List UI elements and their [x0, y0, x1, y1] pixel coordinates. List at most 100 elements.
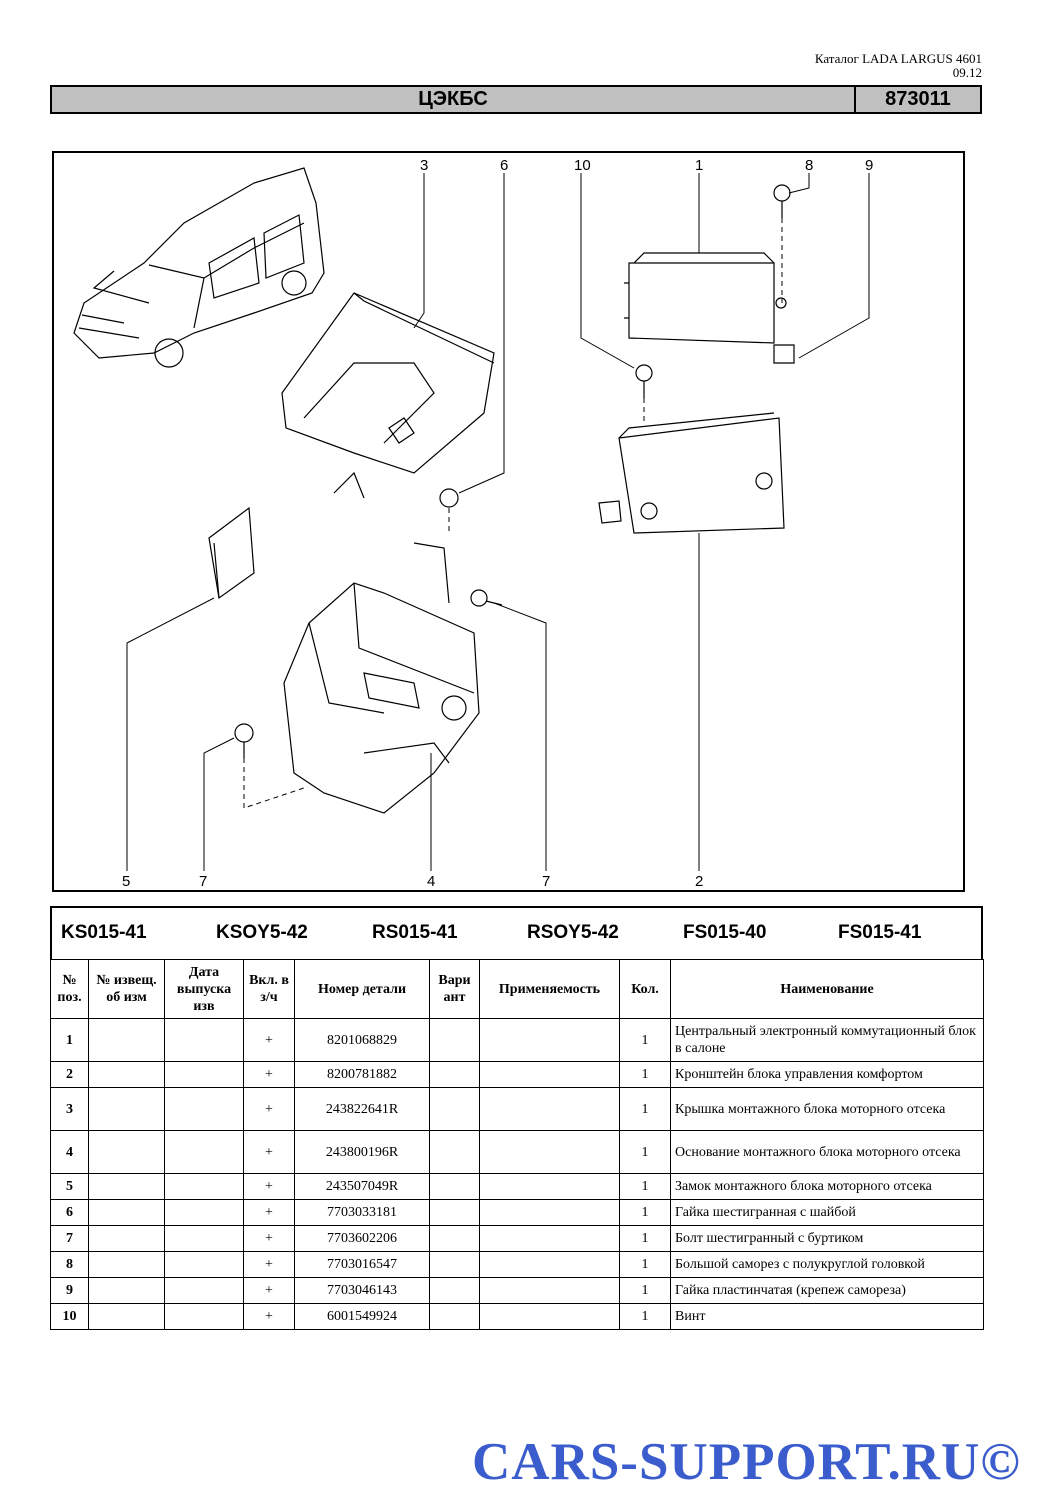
row-pos: 8 [50, 1251, 89, 1278]
row-incl: + [243, 1173, 295, 1200]
model-code: KSOY5-42 [216, 922, 308, 943]
row-incl: + [243, 1277, 295, 1304]
callout-4: 4 [427, 873, 435, 890]
row-pos: 9 [50, 1277, 89, 1304]
row-pos: 10 [50, 1303, 89, 1330]
model-code: FS015-40 [683, 922, 767, 943]
table-row: 9 + 7703046143 1 Гайка пластинчатая (кре… [50, 1277, 984, 1304]
section-header: ЦЭКБС 873011 [50, 85, 982, 114]
row-part-no: 243507049R [294, 1173, 430, 1200]
model-code: RS015-41 [372, 922, 458, 943]
table-row: 2 + 8200781882 1 Кронштейн блока управле… [50, 1061, 984, 1088]
callout-2: 2 [695, 873, 703, 890]
row-name: Кронштейн блока управления комфортом [670, 1061, 984, 1088]
row-name: Большой саморез с полукруглой головкой [670, 1251, 984, 1278]
row-qty: 1 [619, 1251, 671, 1278]
model-code: RSOY5-42 [527, 922, 619, 943]
row-part-no: 8201068829 [294, 1018, 430, 1062]
row-qty: 1 [619, 1061, 671, 1088]
header-pos: № поз. [50, 959, 89, 1019]
fasteners [234, 184, 795, 758]
row-name: Основание монтажного блока моторного отс… [670, 1130, 984, 1174]
header-qty: Кол. [619, 959, 671, 1019]
header-name: Наименование [670, 959, 984, 1019]
row-part-no: 8200781882 [294, 1061, 430, 1088]
model-code: FS015-41 [838, 922, 922, 943]
callout-3: 3 [420, 157, 428, 174]
exploded-diagram: 3 6 10 1 8 9 5 7 4 7 2 [52, 151, 965, 892]
table-row: 6 + 7703033181 1 Гайка шестигранная с ша… [50, 1199, 984, 1226]
row-name: Центральный электронный коммутационный б… [670, 1018, 984, 1062]
row-part-no: 6001549924 [294, 1303, 430, 1330]
row-pos: 6 [50, 1199, 89, 1226]
row-name: Замок монтажного блока моторного отсека [670, 1173, 984, 1200]
section-code: 873011 [854, 87, 980, 112]
row-incl: + [243, 1018, 295, 1062]
table-row: 7 + 7703602206 1 Болт шестигранный с бур… [50, 1225, 984, 1252]
catalog-date: 09.12 [952, 65, 982, 80]
row-qty: 1 [619, 1173, 671, 1200]
part-3-cover [281, 292, 495, 499]
catalog-info: Каталог LADA LARGUS 4601 09.12 [815, 52, 982, 80]
part-2-bracket [598, 412, 785, 534]
model-code: KS015-41 [61, 922, 147, 943]
part-5-lock [208, 506, 255, 600]
row-pos: 1 [50, 1018, 89, 1062]
header-applicability: Применяемость [479, 959, 620, 1019]
callout-1: 1 [695, 157, 703, 174]
part-4-base [283, 542, 480, 814]
table-row: 3 + 243822641R 1 Крышка монтажного блока… [50, 1087, 984, 1131]
callout-10: 10 [574, 157, 591, 174]
table-row: 8 + 7703016547 1 Большой саморез с полук… [50, 1251, 984, 1278]
header-date: Дата выпуска изв [164, 959, 244, 1019]
row-pos: 5 [50, 1173, 89, 1200]
watermark: CARS-SUPPORT.RU© [472, 1433, 1021, 1491]
header-notice: № извещ. об изм [88, 959, 165, 1019]
row-name: Гайка шестигранная с шайбой [670, 1199, 984, 1226]
part-1-module [624, 252, 787, 344]
row-incl: + [243, 1199, 295, 1226]
row-incl: + [243, 1061, 295, 1088]
row-part-no: 243822641R [294, 1087, 430, 1131]
row-part-no: 7703046143 [294, 1277, 430, 1304]
row-part-no: 7703033181 [294, 1199, 430, 1226]
table-row: 1 + 8201068829 1 Центральный электронный… [50, 1018, 984, 1062]
row-pos: 7 [50, 1225, 89, 1252]
car-illustration [73, 167, 325, 368]
table-row: 5 + 243507049R 1 Замок монтажного блока … [50, 1173, 984, 1200]
row-part-no: 7703016547 [294, 1251, 430, 1278]
row-qty: 1 [619, 1303, 671, 1330]
diagram-drawing: 3 6 10 1 8 9 5 7 4 7 2 [73, 157, 873, 890]
header-part-no: Номер детали [294, 959, 430, 1019]
table-row: 10 + 6001549924 1 Винт [50, 1303, 984, 1330]
leader-lines [126, 173, 870, 871]
row-qty: 1 [619, 1277, 671, 1304]
row-part-no: 7703602206 [294, 1225, 430, 1252]
row-incl: + [243, 1225, 295, 1252]
row-incl: + [243, 1130, 295, 1174]
callout-5: 5 [122, 873, 130, 890]
row-part-no: 243800196R [294, 1130, 430, 1174]
row-name: Крышка монтажного блока моторного отсека [670, 1087, 984, 1131]
row-incl: + [243, 1251, 295, 1278]
row-incl: + [243, 1087, 295, 1131]
header-incl: Вкл. в з/ч [243, 959, 295, 1019]
row-qty: 1 [619, 1130, 671, 1174]
row-name: Гайка пластинчатая (крепеж самореза) [670, 1277, 984, 1304]
callout-8: 8 [805, 157, 813, 174]
table-header-row: № поз. № извещ. об изм Дата выпуска изв … [50, 959, 984, 1019]
row-qty: 1 [619, 1018, 671, 1062]
callout-7a: 7 [199, 873, 207, 890]
catalog-name: Каталог LADA LARGUS 4601 [814, 51, 982, 66]
row-incl: + [243, 1303, 295, 1330]
row-pos: 2 [50, 1061, 89, 1088]
section-title: ЦЭКБС [418, 88, 488, 110]
parts-table: № поз. № извещ. об изм Дата выпуска изв … [50, 959, 984, 1330]
callout-7b: 7 [542, 873, 550, 890]
callout-6: 6 [500, 157, 508, 174]
model-codes: KS015-41 KSOY5-42 RS015-41 RSOY5-42 FS01… [50, 906, 983, 960]
row-pos: 4 [50, 1130, 89, 1174]
row-pos: 3 [50, 1087, 89, 1131]
row-name: Болт шестигранный с буртиком [670, 1225, 984, 1252]
row-name: Винт [670, 1303, 984, 1330]
